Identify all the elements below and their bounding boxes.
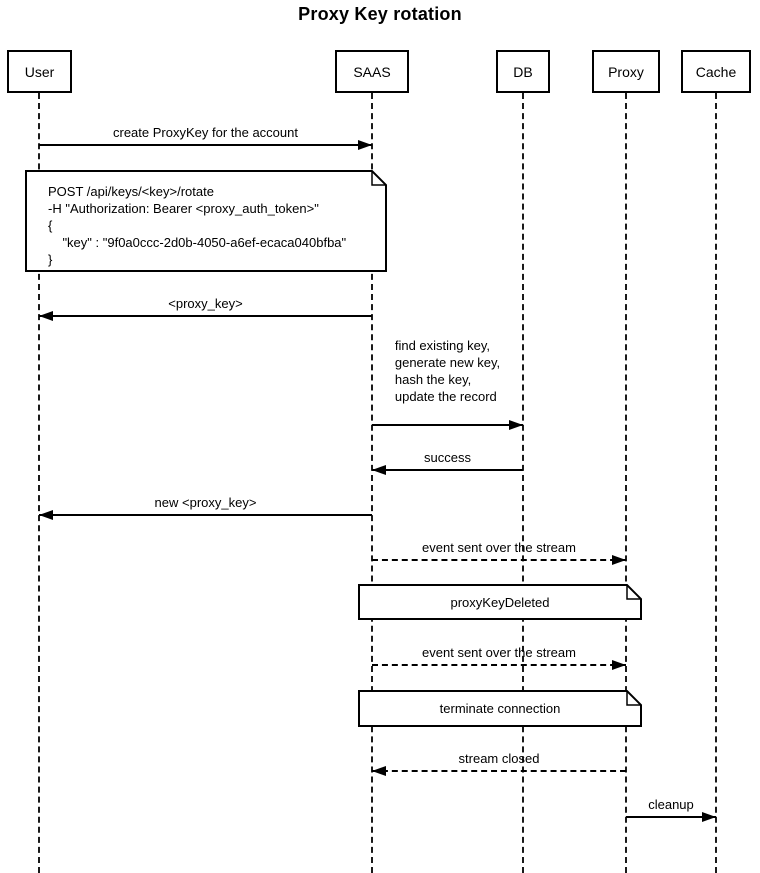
actor-box-proxy: Proxy: [592, 50, 660, 93]
message-label-find-existing-key: find existing key, generate new key, has…: [372, 337, 523, 405]
message-line-success: [372, 469, 523, 471]
message-line-create-proxykey: [39, 144, 372, 146]
actor-box-saas: SAAS: [335, 50, 409, 93]
lifeline-proxy: [625, 93, 627, 873]
arrowhead-left-icon: [372, 766, 386, 776]
message-label-create-proxykey: create ProxyKey for the account: [113, 125, 298, 140]
arrowhead-right-icon: [702, 812, 716, 822]
message-line-stream-closed: [372, 770, 626, 772]
message-label-cleanup: cleanup: [648, 797, 694, 812]
message-line-event-stream-2: [372, 664, 626, 666]
note-post-api-text: POST /api/keys/<key>/rotate -H "Authoriz…: [48, 184, 347, 267]
message-label-proxy-key: <proxy_key>: [168, 296, 243, 311]
note-shape: [25, 170, 387, 272]
diagram-title: Proxy Key rotation: [298, 4, 462, 24]
note-shape: [358, 584, 642, 620]
message-label-success: success: [424, 450, 471, 465]
actor-label-user: User: [24, 63, 55, 80]
actor-box-db: DB: [496, 50, 550, 93]
note-shape: [358, 690, 642, 727]
actor-label-saas: SAAS: [353, 63, 391, 80]
arrowhead-right-icon: [509, 420, 523, 430]
message-label-event-stream-2: event sent over the stream: [422, 645, 576, 660]
note-proxykey-deleted-text: proxyKeyDeleted: [450, 594, 550, 610]
message-line-new-proxy-key: [39, 514, 372, 516]
arrowhead-right-icon: [358, 140, 372, 150]
lifeline-saas: [371, 93, 373, 873]
note-terminate-connection: terminate connection: [358, 690, 642, 727]
actor-label-cache: Cache: [695, 63, 737, 80]
lifeline-user: [38, 93, 40, 873]
note-terminate-connection-text: terminate connection: [439, 701, 561, 716]
arrowhead-left-icon: [372, 465, 386, 475]
message-label-stream-closed: stream closed: [458, 751, 540, 766]
message-line-event-stream-1: [372, 559, 626, 561]
arrowhead-right-icon: [612, 660, 626, 670]
message-label-new-proxy-key: new <proxy_key>: [154, 495, 257, 510]
actor-box-cache: Cache: [681, 50, 751, 93]
note-post-api-request: POST /api/keys/<key>/rotate -H "Authoriz…: [25, 170, 387, 272]
lifeline-db: [522, 93, 524, 873]
message-line-find-existing-key: [372, 424, 523, 426]
actor-label-proxy: Proxy: [608, 63, 644, 80]
actor-label-db: DB: [513, 63, 533, 80]
arrowhead-right-icon: [612, 555, 626, 565]
arrowhead-left-icon: [39, 510, 53, 520]
actor-box-user: User: [7, 50, 72, 93]
arrowhead-left-icon: [39, 311, 53, 321]
note-proxykey-deleted: proxyKeyDeleted: [358, 584, 642, 620]
message-line-proxy-key: [39, 315, 372, 317]
message-line-cleanup: [626, 816, 716, 818]
message-label-find-existing-key-text: find existing key, generate new key, has…: [394, 338, 501, 404]
message-label-event-stream-1: event sent over the stream: [422, 540, 576, 555]
lifeline-cache: [715, 93, 717, 873]
